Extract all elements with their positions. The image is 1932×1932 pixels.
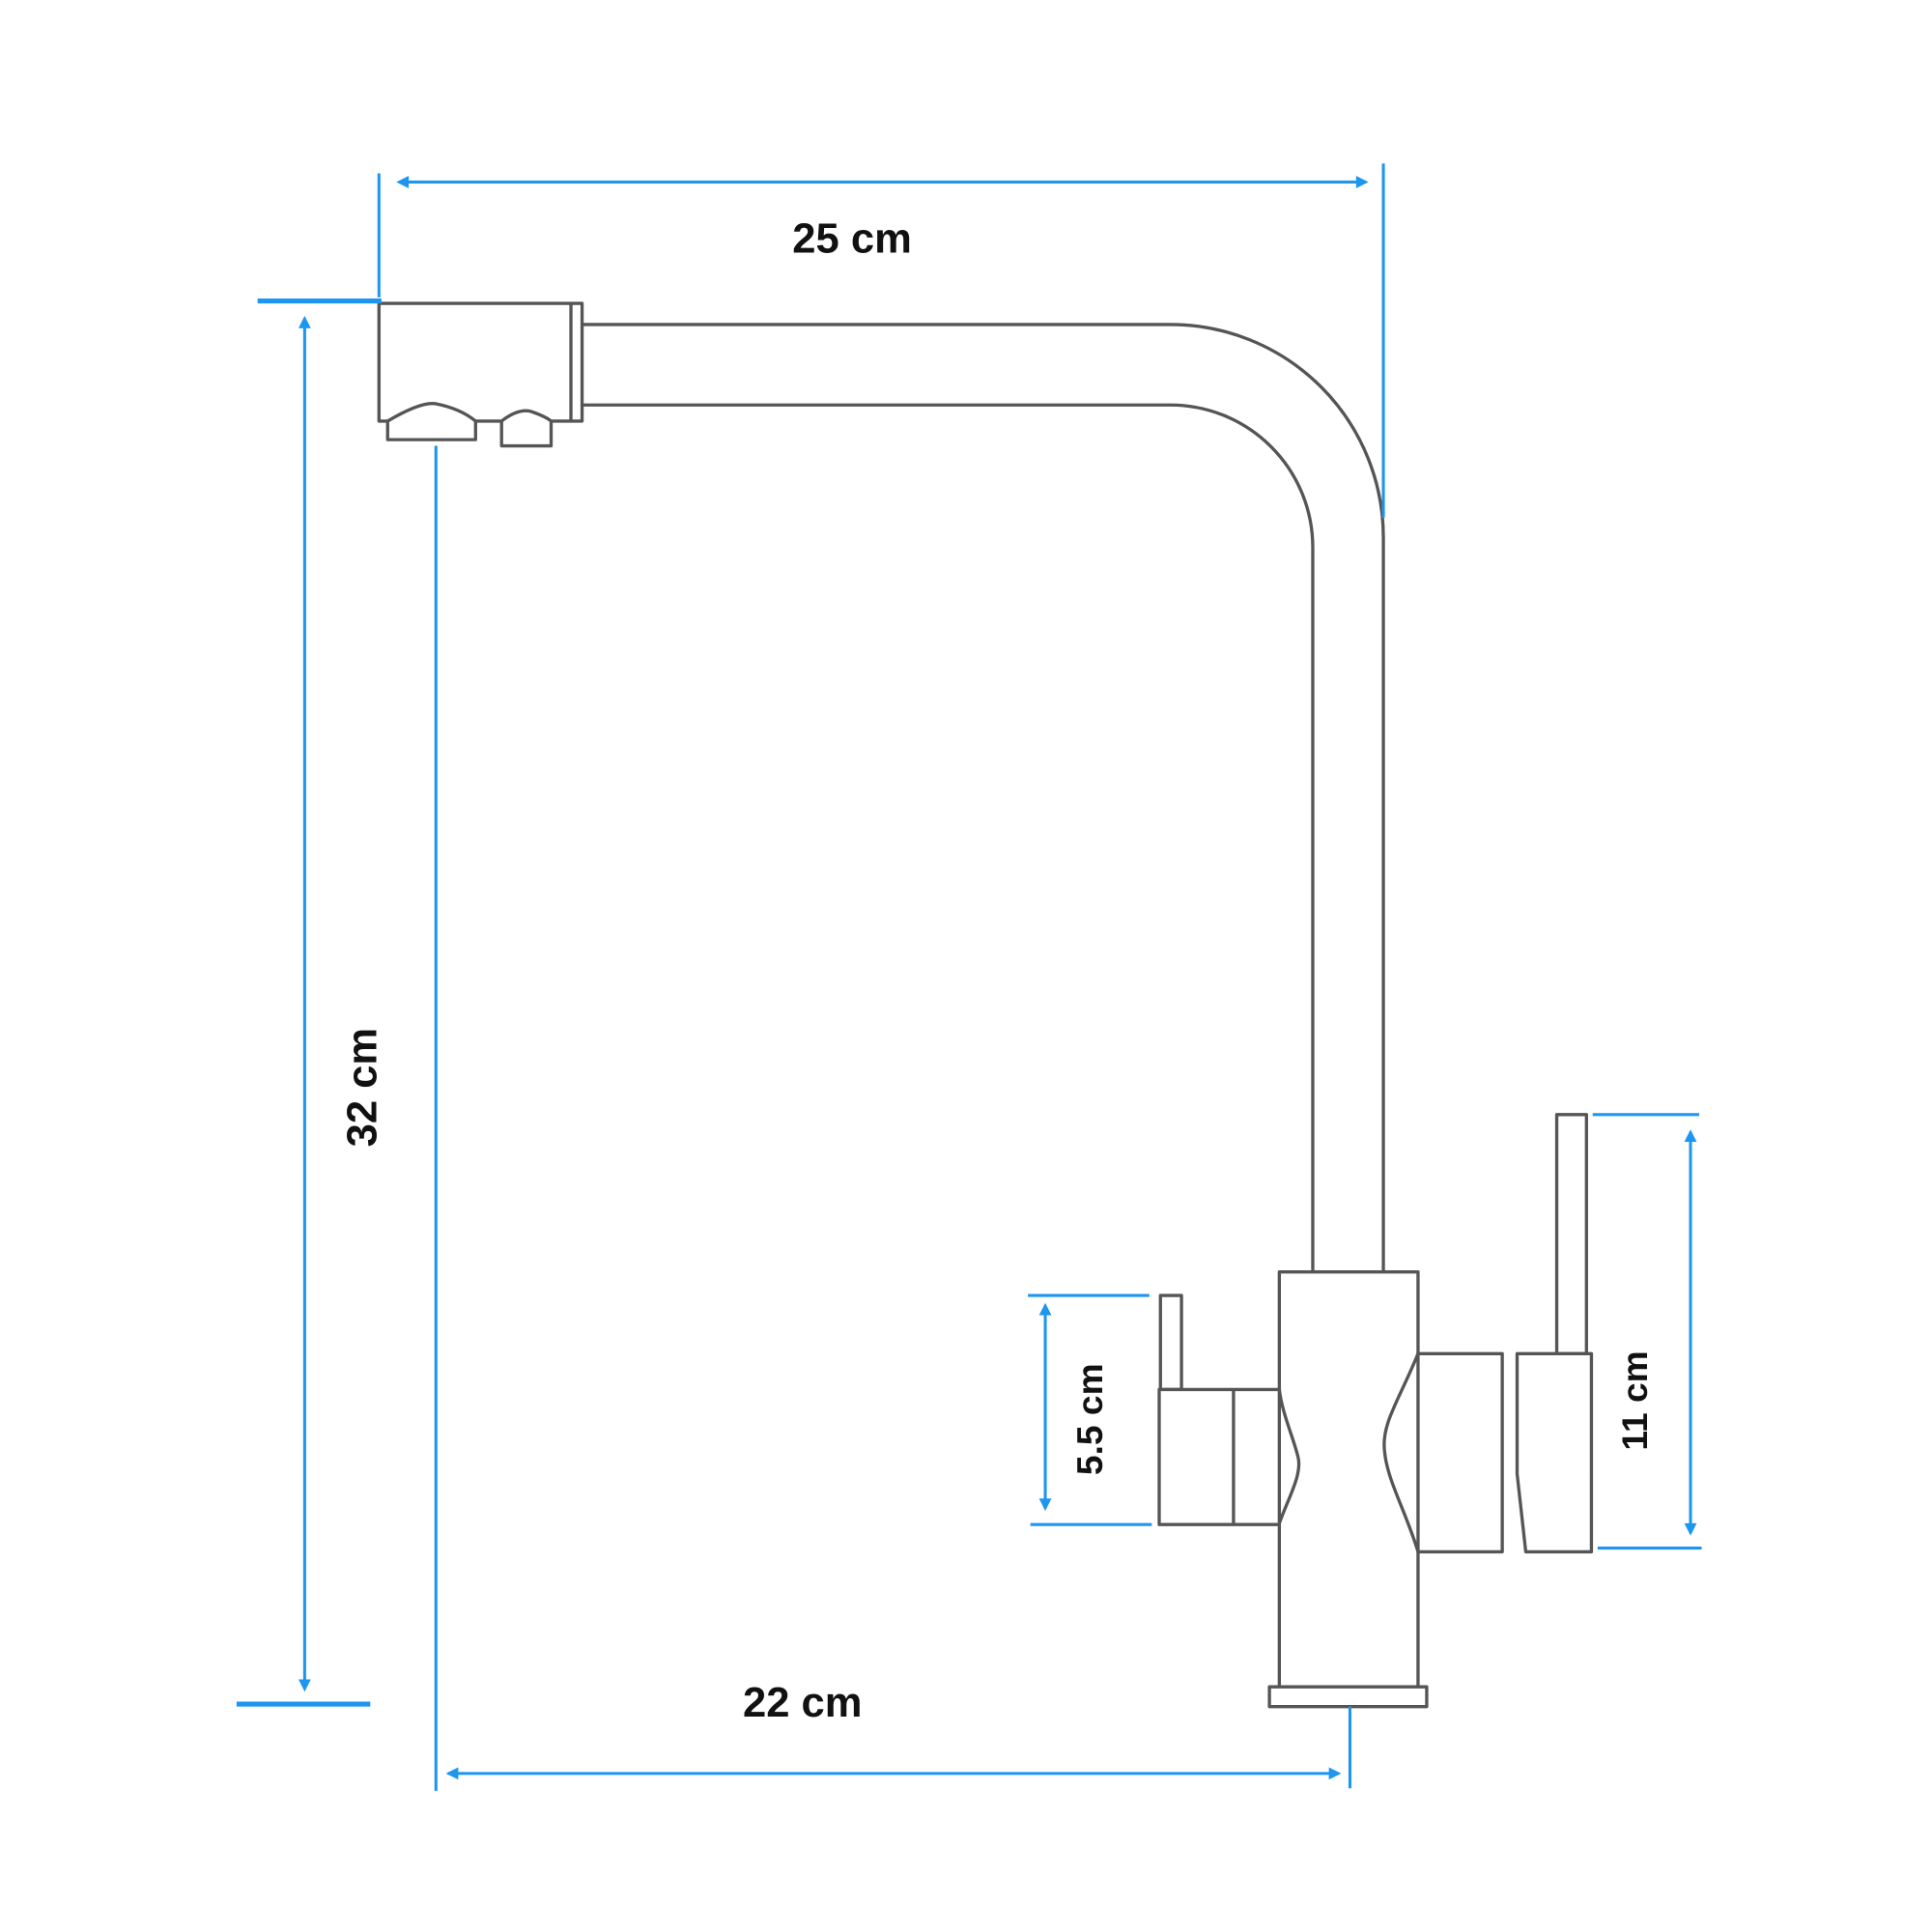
label-5-5cm: 5.5 cm	[1069, 1363, 1110, 1475]
label-11cm: 11 cm	[1614, 1350, 1655, 1450]
label-25cm: 25 cm	[792, 216, 912, 263]
left-handle-block	[1157, 1387, 1282, 1526]
faucet-body	[1277, 1270, 1420, 1689]
faucet-drawing	[377, 301, 1594, 1709]
right-handle-knob	[1515, 1351, 1594, 1554]
right-handle-lever	[1554, 1113, 1588, 1355]
label-22cm: 22 cm	[743, 1680, 863, 1726]
nozzle-left	[385, 402, 477, 441]
spout-pipe	[582, 323, 1385, 1272]
left-handle-lever	[1158, 1293, 1183, 1392]
spout-pipe-inner	[582, 403, 1315, 1272]
faucet-base	[1267, 1685, 1429, 1709]
dimension-5-5cm: 5.5 cm	[1028, 1293, 1152, 1526]
label-32cm: 32 cm	[340, 1028, 386, 1148]
dimension-11cm: 11 cm	[1592, 1113, 1702, 1550]
dimension-32cm: 32 cm	[236, 298, 386, 1707]
nozzle-right	[499, 409, 554, 448]
dimension-25cm: 25 cm	[377, 163, 1385, 518]
dimension-22cm: 22 cm	[434, 445, 1351, 1791]
right-handle-block	[1416, 1351, 1504, 1554]
spout-head	[377, 301, 584, 423]
